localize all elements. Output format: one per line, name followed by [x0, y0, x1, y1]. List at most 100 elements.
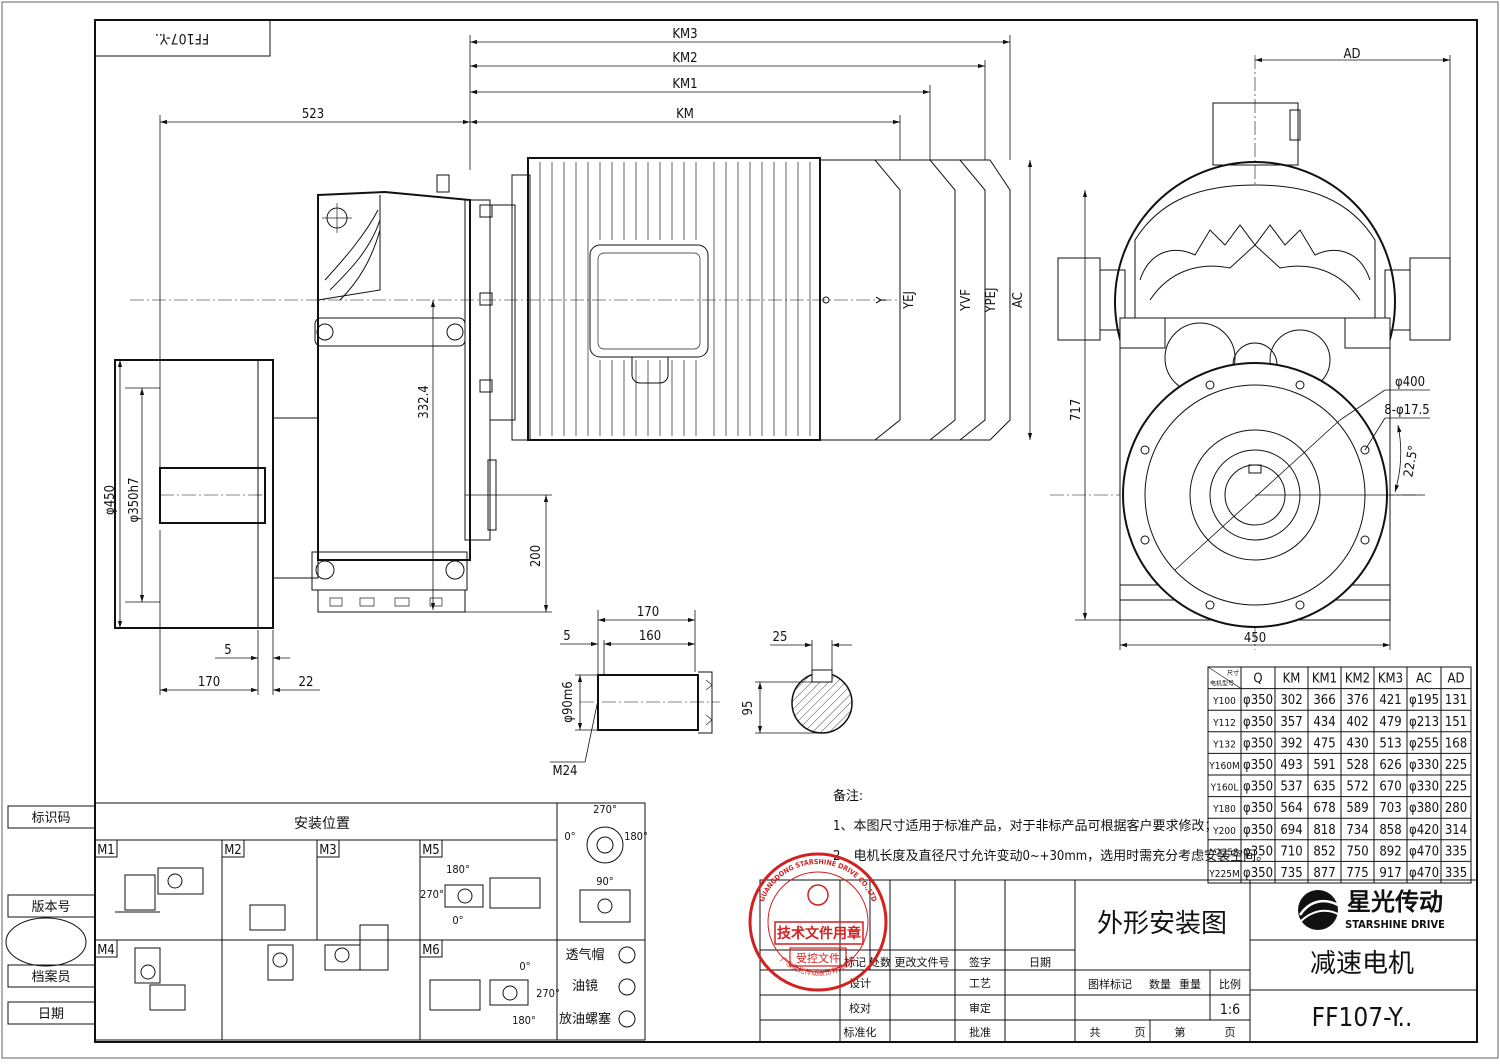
label-date: 日期: [38, 1007, 64, 1022]
table-corner-bottom: 电机型号: [1210, 680, 1234, 688]
table-cell: 710: [1280, 844, 1302, 859]
company-en: STARSHINE DRIVE: [1345, 918, 1445, 931]
table-cell: 314: [1445, 823, 1467, 838]
dim-5: 5: [224, 643, 231, 658]
table-cell: 678: [1313, 801, 1335, 816]
table-cell: φ350: [1243, 693, 1273, 708]
table-cell: Y132: [1212, 739, 1236, 750]
dim-450-width: 450: [1244, 631, 1266, 646]
tb-pattern-mark: 图样标记: [1088, 977, 1132, 991]
side-dimensions: KM3 KM2 KM1 KM 523 332.4 200 φ450 φ350h7: [103, 27, 1033, 695]
tb-design: 设计: [849, 977, 871, 990]
corner-code: FF107-Y..: [155, 30, 209, 46]
table-cell: φ350: [1243, 715, 1273, 730]
dim-yvf: YVF: [959, 289, 974, 312]
table-cell: Y160L: [1210, 783, 1239, 794]
table-cell: φ195: [1409, 693, 1439, 708]
table-cell: 892: [1379, 844, 1401, 859]
dim-400: φ400: [1395, 375, 1425, 390]
m5-angle-270: 270°: [420, 888, 444, 901]
table-cell: 302: [1280, 693, 1302, 708]
table-cell: 335: [1445, 866, 1467, 881]
table-cell: 151: [1445, 715, 1467, 730]
table-cell: 430: [1346, 736, 1368, 751]
table-cell: 168: [1445, 736, 1467, 751]
table-cell: 703: [1379, 801, 1401, 816]
tb-process: 工艺: [969, 977, 991, 990]
table-cell: 626: [1379, 758, 1401, 773]
pos-m2: M2: [224, 843, 242, 858]
table-header: Q: [1253, 672, 1262, 687]
table-cell: 402: [1346, 715, 1368, 730]
table-cell: 434: [1313, 715, 1335, 730]
table-cell: 537: [1280, 780, 1302, 795]
table-cell: 670: [1379, 780, 1401, 795]
table-cell: 917: [1379, 866, 1401, 881]
table-header: KM2: [1345, 672, 1370, 687]
dim-yej: YEJ: [902, 291, 917, 310]
m6-angle-270: 270°: [536, 987, 560, 1000]
table-cell: 528: [1346, 758, 1368, 773]
front-view: [1050, 55, 1451, 650]
table-header: KM1: [1312, 672, 1337, 687]
table-cell: 735: [1280, 866, 1302, 881]
product-name: 减速电机: [1310, 949, 1414, 979]
legend-sight-glass: 油镜: [572, 979, 598, 994]
table-cell: 818: [1313, 823, 1335, 838]
table-cell: Y160M: [1208, 761, 1239, 772]
drawing-name: 外形安装图: [1097, 909, 1227, 939]
stamp-label-tech: 技术文件用章: [777, 925, 861, 942]
table-cell: φ330: [1409, 780, 1439, 795]
dim-km2: KM2: [672, 51, 697, 66]
table-cell: φ380: [1409, 801, 1439, 816]
dim-170: 170: [198, 675, 220, 690]
key-dim-95: 95: [741, 701, 756, 716]
note-1: 1、本图尺寸适用于标准产品，对于非标产品可根据客户要求修改；: [833, 818, 1217, 834]
tb-change-doc: 更改文件号: [895, 955, 950, 969]
dim-ypej: YPEJ: [984, 287, 999, 313]
shaft-dim-dia: φ90m6: [561, 681, 576, 722]
tb-sign: 签字: [969, 955, 991, 969]
tb-sheets: 共: [1090, 1026, 1101, 1039]
dim-350h7: φ350h7: [127, 478, 142, 523]
dim-ad: AD: [1343, 47, 1360, 62]
title-block: 外形安装图 减速电机 FF107-Y.. 图样标记 数量 重量 比例 1:6 共…: [759, 879, 1478, 1043]
shaft-dim-160: 160: [639, 629, 661, 644]
table-cell: 376: [1346, 693, 1368, 708]
m5-angle-0: 0°: [452, 914, 463, 927]
tb-page-2: 页: [1225, 1026, 1236, 1039]
pos-m1: M1: [97, 843, 115, 858]
notes: 备注: 1、本图尺寸适用于标准产品，对于非标产品可根据客户要求修改； 2、电机长…: [833, 788, 1269, 864]
tb-page-1: 页: [1135, 1026, 1146, 1039]
table-cell: 877: [1313, 866, 1335, 881]
tb-date: 日期: [1029, 956, 1051, 969]
table-cell: 475: [1313, 736, 1335, 751]
angle-0-left: 0°: [564, 830, 575, 843]
table-cell: 225: [1445, 780, 1467, 795]
controlled-document-stamp: GUANGDONG STARSHINE DRIVE CO.,LTD 广东星光传动…: [748, 852, 888, 992]
table-cell: 852: [1313, 844, 1335, 859]
dim-km: KM: [676, 107, 694, 122]
label-id-code: 标识码: [31, 811, 70, 826]
tb-standard: 标准化: [844, 1025, 877, 1039]
table-cell: φ470: [1409, 866, 1439, 881]
table-header: AC: [1416, 672, 1432, 687]
label-version: 版本号: [31, 900, 70, 915]
tb-scale: 1:6: [1220, 1002, 1240, 1018]
table-cell: 335: [1445, 844, 1467, 859]
dim-holes: 8-φ17.5: [1384, 403, 1429, 418]
table-cell: φ470: [1409, 844, 1439, 859]
table-cell: 225: [1445, 758, 1467, 773]
shaft-dim-5: 5: [563, 629, 570, 644]
dim-717: 717: [1069, 399, 1084, 421]
table-cell: φ420: [1409, 823, 1439, 838]
legend-drain-plug: 放油螺塞: [559, 1011, 611, 1027]
table-cell: Y100: [1212, 696, 1236, 707]
shaft-dim-170: 170: [637, 605, 659, 620]
table-cell: φ255: [1409, 736, 1439, 751]
label-archivist: 档案员: [31, 970, 70, 985]
table-cell: φ350: [1243, 780, 1273, 795]
